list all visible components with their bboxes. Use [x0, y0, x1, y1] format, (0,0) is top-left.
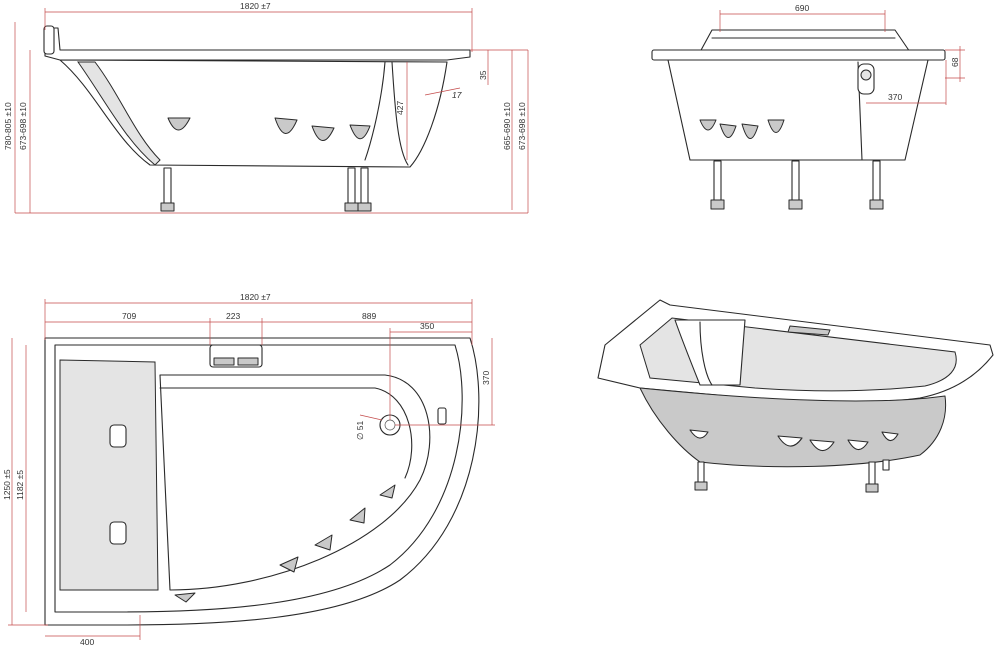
- side-angle-label: 17: [452, 90, 462, 100]
- front-view: 690 68 370: [651, 3, 965, 210]
- side-height-b-label: 673-698 ±10: [18, 102, 28, 150]
- top-width-b-label: 1182 ±5: [15, 470, 25, 500]
- side-depth-label: 427: [395, 101, 405, 115]
- top-length-label: 1820 ±7: [240, 292, 271, 302]
- top-drain-x-label: 350: [420, 321, 434, 331]
- side-lip-label: 35: [478, 70, 488, 80]
- side-height-a-label: 780-805 ±10: [3, 102, 13, 150]
- side-view: 1820 ±7 780-805 ±10 673-698 ±10 665-690 …: [3, 1, 529, 214]
- top-seg3-label: 889: [362, 311, 376, 321]
- top-seg2-label: 223: [226, 311, 240, 321]
- front-rim-label: 68: [950, 57, 960, 67]
- top-width-a-label: 1250 ±5: [2, 469, 12, 500]
- top-drain-diameter-label: ∅ 51: [355, 421, 365, 440]
- front-offset-label: 370: [888, 92, 902, 102]
- top-view: 1820 ±7 709 223 889 350 370 ∅ 51 1250 ±5…: [2, 292, 495, 647]
- top-seg1-label: 709: [122, 311, 136, 321]
- top-bottom-offset-label: 400: [80, 637, 94, 647]
- side-length-label: 1820 ±7: [240, 1, 271, 11]
- front-width-label: 690: [795, 3, 809, 13]
- side-height-d-label: 673-698 ±10: [517, 102, 527, 150]
- side-height-c-label: 665-690 ±10: [502, 102, 512, 150]
- isometric-view: [597, 299, 994, 493]
- top-drain-y-label: 370: [481, 371, 491, 385]
